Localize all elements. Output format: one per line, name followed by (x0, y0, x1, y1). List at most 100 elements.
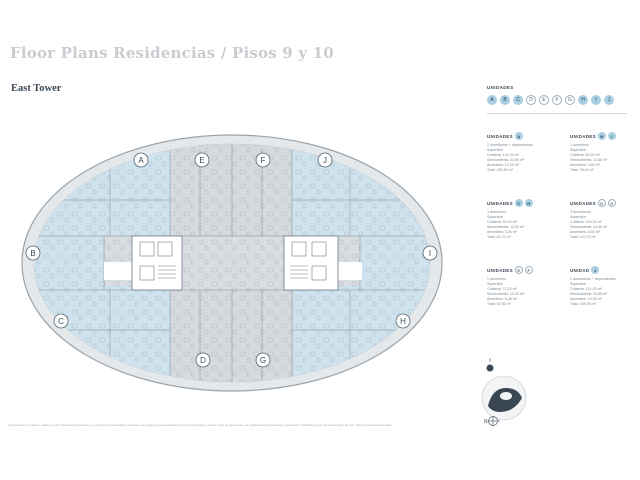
unit-chip: B (597, 132, 606, 140)
unit-info-line: 1 dormitorio (487, 210, 506, 214)
legend-divider (487, 113, 627, 114)
svg-text:H: H (400, 317, 406, 326)
svg-text:B: B (30, 249, 35, 258)
unit-marker-C: C (53, 313, 69, 329)
unit-chip: E (514, 266, 523, 274)
svg-text:J: J (323, 156, 327, 165)
svg-text:I: I (429, 249, 431, 258)
unit-info-line: Total: 155,90 m² (487, 168, 513, 172)
svg-text:A: A (138, 156, 144, 165)
unit-info-line: Cubierta: 121,20 m² (570, 287, 602, 291)
unit-info-line: Amenities: 3,40 m² (487, 230, 517, 234)
unit-info-line: Superficie (487, 148, 503, 152)
legend-chip-d: D (526, 95, 536, 105)
svg-text:F: F (261, 156, 266, 165)
legend-chip-a: A (487, 95, 497, 105)
unit-info-line: Semicubierta: 13,60 m² (570, 158, 608, 162)
legend-unit-list: A B C D E F G H I J (487, 95, 614, 105)
unit-info-header: UNIDADES (487, 133, 513, 139)
unit-info-line: Total: 92,50 m² (487, 302, 511, 306)
unit-marker-D: D (195, 352, 211, 368)
legend-chip-i: I (591, 95, 601, 105)
unit-info-line: 2 dormitorios + dependencia (570, 277, 616, 281)
unit-marker-H: H (395, 313, 411, 329)
legend-chip-h: H (578, 95, 588, 105)
unit-marker-F: F (255, 152, 271, 168)
north-label: N (484, 419, 488, 425)
legend-chip-b: B (500, 95, 510, 105)
unit-marker-A: A (133, 152, 149, 168)
unit-chip: G (607, 199, 616, 207)
unit-info-line: 1 dormitorio (487, 277, 506, 281)
unit-info-line: Cubierta: 72,15 m² (487, 287, 517, 291)
unit-info-line: Semicubierta: 14,40 m² (570, 225, 608, 229)
legend-chip-f: F (552, 95, 562, 105)
unit-info-line: Cubierta: 100,30 m² (570, 220, 602, 224)
unit-chip: I (607, 132, 616, 140)
unit-info-line: 1 dormitorio (570, 143, 589, 147)
unit-info-line: Amenities: 10,20 m² (487, 163, 519, 167)
unit-chip: A (514, 132, 523, 140)
unit-chip: D (597, 199, 606, 207)
legal-disclaimer: La información y los planos, renders y t… (8, 424, 393, 427)
legend-header: UNIDADES (487, 85, 514, 90)
unit-info-line: Total: 155,95 m² (570, 302, 596, 306)
unit-info-line: 2 dormitorios (570, 210, 591, 214)
unit-info-header: UNIDADES (487, 267, 513, 273)
legend-chip-e: E (539, 95, 549, 105)
svg-text:E: E (199, 156, 204, 165)
core-left (104, 235, 183, 291)
unit-marker-G: G (255, 352, 271, 368)
unit-info-line: Total: 122,70 m² (570, 235, 596, 239)
unit-chip: J (591, 266, 600, 274)
legend-chip-g: G (565, 95, 575, 105)
svg-text:G: G (260, 356, 266, 365)
unit-info-line: 2 dormitorios + dependencia (487, 143, 533, 147)
unit-info-line: Superficie (487, 282, 503, 286)
unit-info-line: Superficie (570, 148, 586, 152)
north-compass: N (481, 358, 527, 426)
unit-info-line: Amenities: 4,50 m² (570, 163, 600, 167)
tower-subtitle: East Tower (11, 83, 62, 94)
unit-marker-I: I (422, 245, 438, 261)
north-arrow-icon: N (484, 416, 500, 426)
legend-chip-j: J (604, 95, 614, 105)
unit-info-line: Amenities: 8,00 m² (570, 230, 600, 234)
legend-chip-c: C (513, 95, 523, 105)
unit-info-line: Total: 78,40 m² (570, 168, 594, 172)
unit-marker-B: B (25, 245, 41, 261)
unit-info-header: UNIDAD (570, 267, 590, 273)
unit-info-line: Amenities: 6,45 m² (487, 297, 517, 301)
unit-chip: H (524, 199, 533, 207)
site-key-plan (481, 375, 527, 421)
unit-info-line: Superficie (570, 215, 586, 219)
unit-info-line: Semicubierta: 24,55 m² (570, 292, 608, 296)
unit-info-line: Cubierta: 50,10 m² (487, 220, 517, 224)
unit-info-line: Semicubierta: 12,20 m² (487, 225, 525, 229)
unit-info-line: Semicubierta: 13,25 m² (487, 292, 525, 296)
unit-info-header: UNIDADES (570, 200, 596, 206)
unit-info-line: Amenities: 10,20 m² (570, 297, 602, 301)
page-title: Floor Plans Residencias / Pisos 9 y 10 (10, 44, 334, 62)
unit-info-line: Superficie (487, 215, 503, 219)
unit-info-header: UNIDADES (570, 133, 596, 139)
unit-info-line: Semicubierta: 24,50 m² (487, 158, 525, 162)
tower-location-icon (486, 358, 494, 372)
core-right (283, 235, 362, 291)
unit-marker-E: E (194, 152, 210, 168)
unit-info-line: Cubierta: 121,20 m² (487, 153, 519, 157)
unit-info-line: Superficie (570, 282, 586, 286)
unit-chip: C (514, 199, 523, 207)
svg-text:C: C (58, 317, 64, 326)
unit-marker-J: J (317, 152, 333, 168)
unit-info-line: Cubierta: 60,30 m² (570, 153, 600, 157)
unit-info-header: UNIDADES (487, 200, 513, 206)
unit-chip: F (524, 266, 533, 274)
